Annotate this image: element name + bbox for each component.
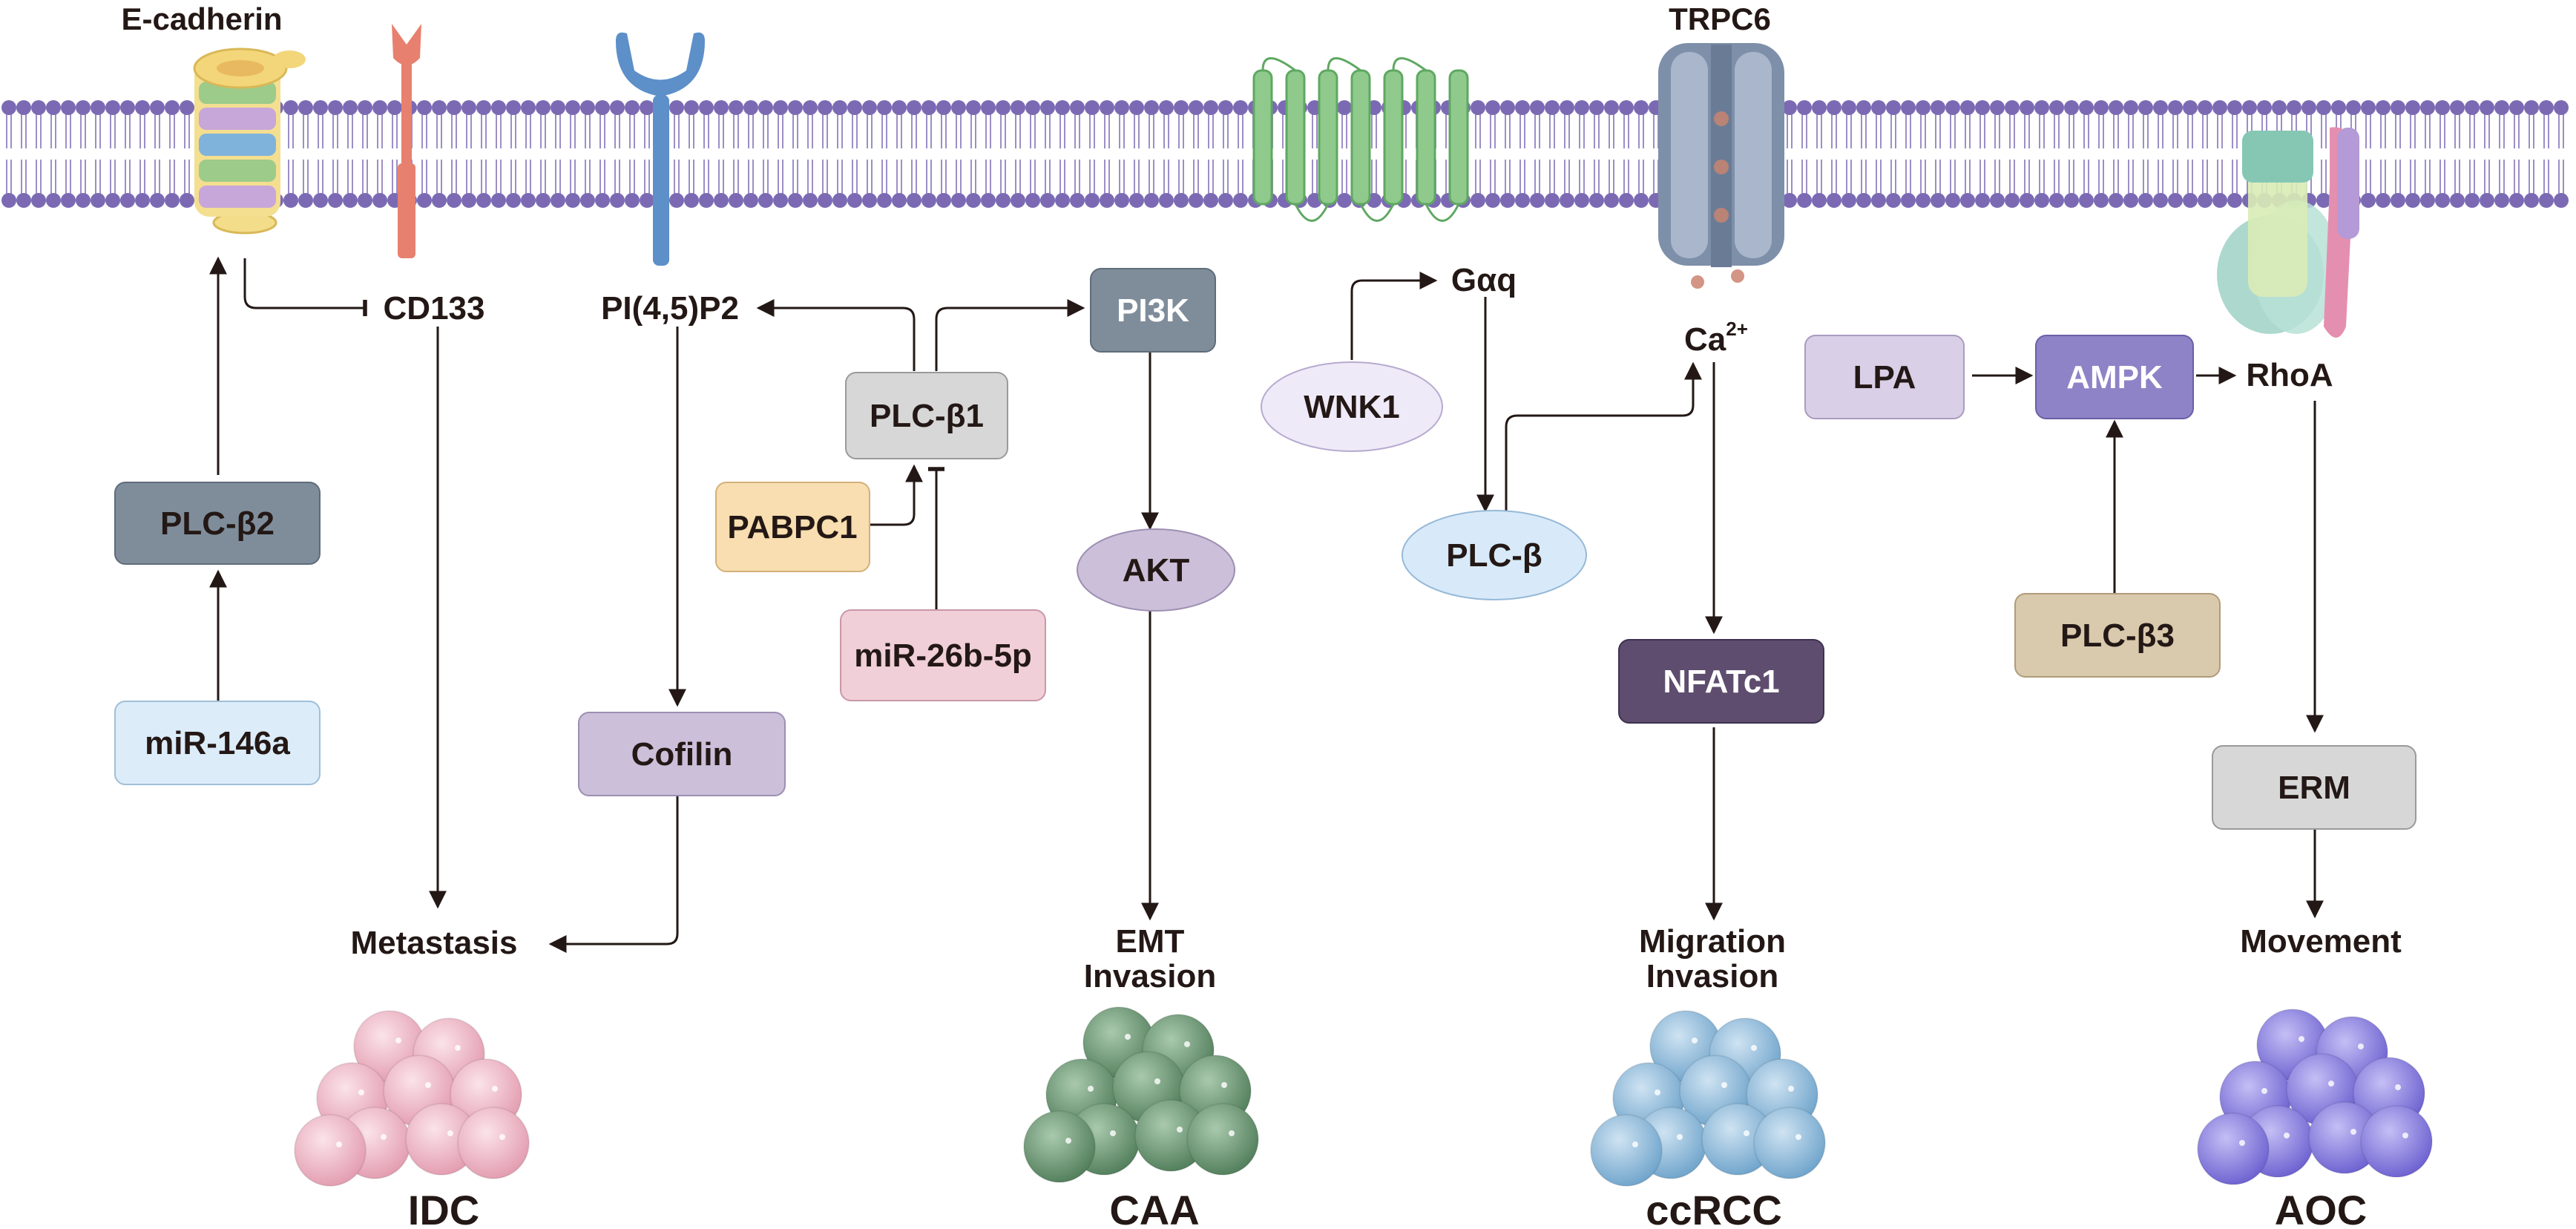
gpcr-receptor bbox=[1252, 57, 1469, 222]
caa-label: CAA bbox=[1109, 1187, 1199, 1229]
calcium-label: Ca2+ bbox=[1684, 318, 1748, 358]
cd133-receptor bbox=[392, 24, 421, 258]
idc-cell-cluster bbox=[294, 1010, 530, 1187]
caa-outcome-line2: Invasion bbox=[1084, 958, 1217, 994]
cd133-label: CD133 bbox=[384, 290, 485, 327]
gaq-label: Gαq bbox=[1451, 262, 1517, 298]
movement-label: Movement bbox=[2240, 923, 2402, 960]
e-cadherin-protein bbox=[193, 47, 306, 235]
cofilin-box bbox=[578, 712, 786, 796]
plc-b1-box bbox=[845, 372, 1008, 459]
cancer-cell-clusters bbox=[294, 1006, 2433, 1187]
ccrcc-outcome-line1: Migration bbox=[1639, 923, 1786, 960]
pabpc1-box bbox=[715, 482, 870, 572]
idc-label: IDC bbox=[408, 1187, 479, 1229]
ampk-box bbox=[2035, 335, 2194, 419]
erm-box bbox=[2212, 745, 2416, 830]
lpa-box bbox=[1804, 335, 1965, 419]
plc-b-ellipse bbox=[1402, 510, 1587, 600]
ccrcc-label: ccRCC bbox=[1646, 1187, 1782, 1229]
plc-b2-label: PLC-β2 bbox=[160, 505, 275, 542]
caa-cell-cluster bbox=[1023, 1006, 1259, 1183]
plc-b3-box bbox=[2014, 593, 2221, 678]
metastasis-label: Metastasis bbox=[350, 925, 517, 961]
plc-b3-label: PLC-β3 bbox=[2060, 617, 2175, 654]
e-cadherin-label: E-cadherin bbox=[121, 1, 282, 36]
akt-ellipse bbox=[1077, 528, 1235, 612]
pi3k-box bbox=[1090, 268, 1216, 353]
aoc-label: AOC bbox=[2275, 1187, 2367, 1229]
erm-label: ERM bbox=[2278, 770, 2350, 806]
nfatc1-box bbox=[1618, 639, 1824, 724]
lpa-label: LPA bbox=[1853, 359, 1916, 396]
mir-26b-label: miR-26b-5p bbox=[854, 638, 1032, 674]
pip2-label: PI(4,5)P2 bbox=[601, 290, 739, 327]
plc-b-label: PLC-β bbox=[1446, 537, 1542, 574]
mir-146a-label: miR-146a bbox=[145, 725, 290, 761]
receptor-blue bbox=[616, 32, 705, 266]
aoc-cell-cluster bbox=[2197, 1009, 2433, 1185]
akt-label: AKT bbox=[1123, 552, 1190, 589]
ampk-label: AMPK bbox=[2066, 359, 2163, 396]
rhoa-complex bbox=[2217, 127, 2359, 338]
node-shapes bbox=[114, 268, 2416, 830]
pi3k-label: PI3K bbox=[1117, 292, 1189, 329]
plc-b2-box bbox=[114, 482, 321, 565]
mir-26b-box bbox=[840, 609, 1046, 701]
lipid-bilayer bbox=[1, 100, 2569, 208]
mir-146a-box bbox=[114, 701, 321, 785]
plc-b1-label: PLC-β1 bbox=[870, 398, 984, 434]
calcium-base: Ca bbox=[1684, 321, 1726, 358]
nfatc1-label: NFATc1 bbox=[1663, 663, 1779, 700]
ccrcc-outcome-line2: Invasion bbox=[1646, 958, 1779, 994]
caa-outcome-line1: EMT bbox=[1116, 923, 1185, 960]
wnk1-label: WNK1 bbox=[1304, 389, 1400, 425]
wnk1-ellipse bbox=[1261, 361, 1443, 452]
rhoa-label: RhoA bbox=[2246, 357, 2333, 393]
trpc6-label: TRPC6 bbox=[1669, 1, 1771, 36]
pabpc1-label: PABPC1 bbox=[727, 509, 857, 545]
ccrcc-cell-cluster bbox=[1590, 1010, 1826, 1187]
trpc6-channel bbox=[1658, 43, 1784, 289]
cofilin-label: Cofilin bbox=[631, 736, 733, 773]
text-labels: E-cadherin TRPC6 CD133 PI(4,5)P2 PI3K PL… bbox=[121, 1, 2402, 1229]
connectors bbox=[209, 256, 2324, 953]
calcium-charge: 2+ bbox=[1726, 318, 1748, 340]
